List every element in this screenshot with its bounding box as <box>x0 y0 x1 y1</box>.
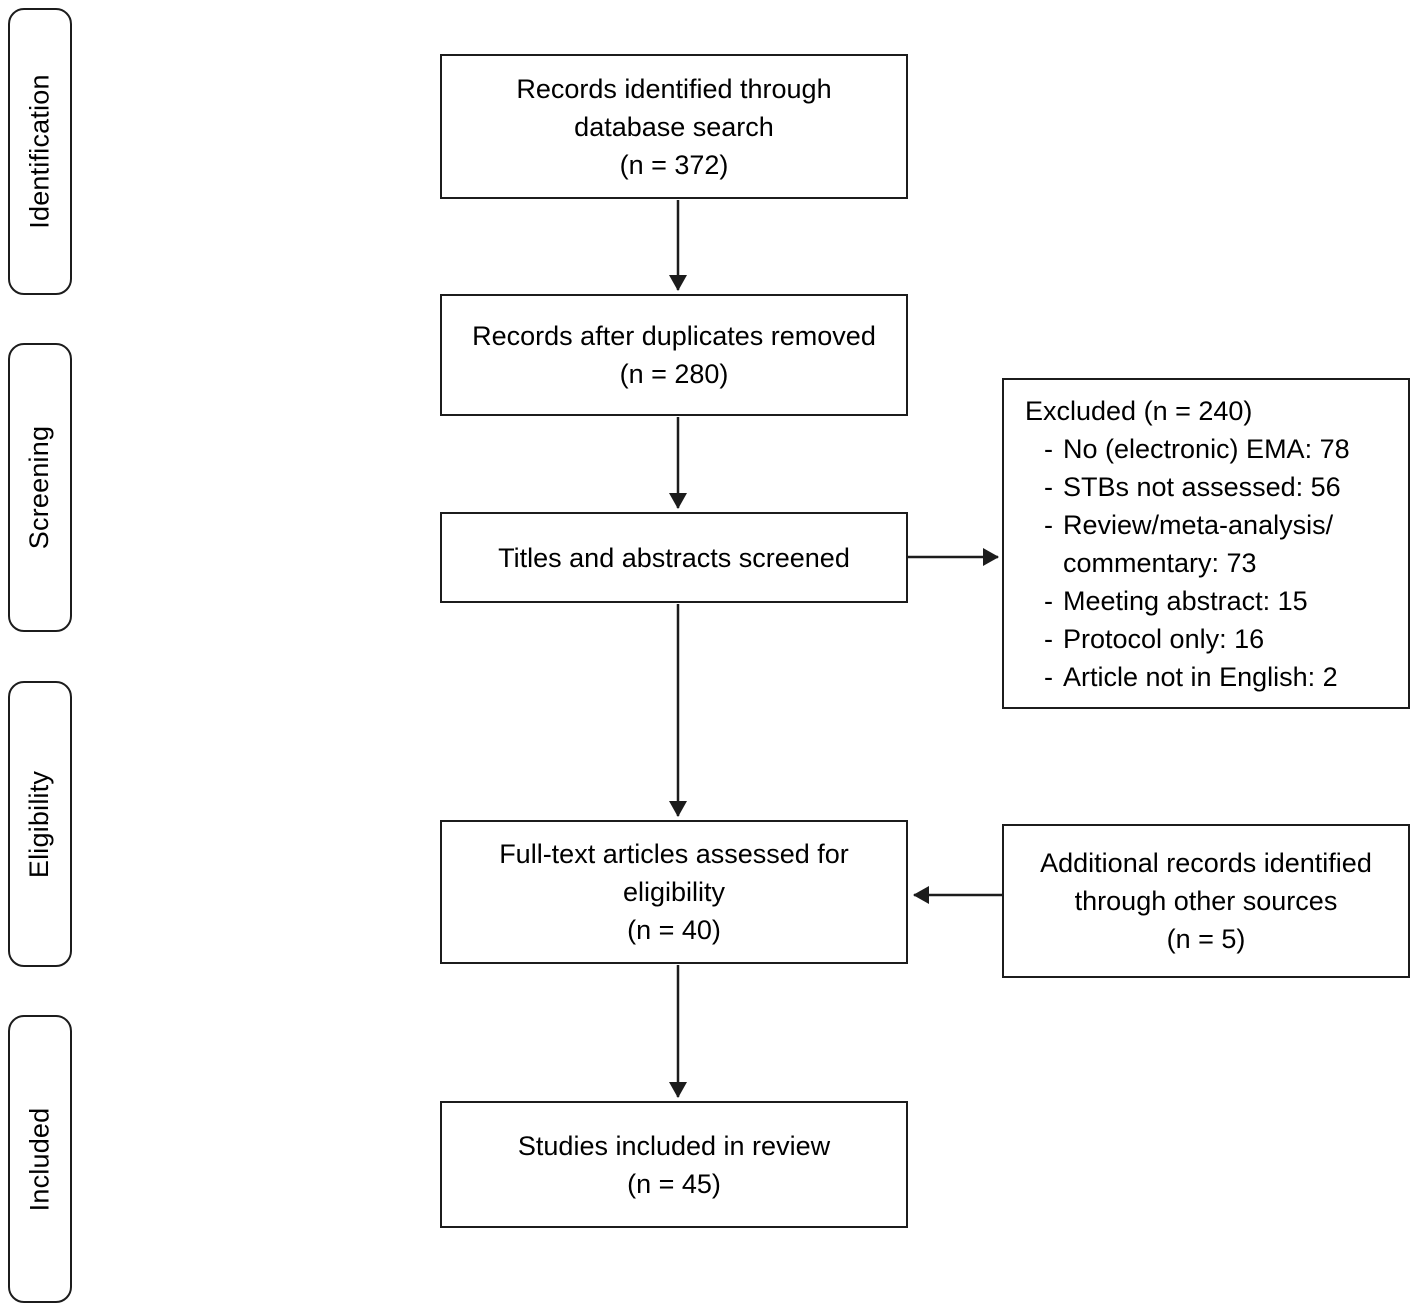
flow-box-studies-included: Studies included in review (n = 45) <box>440 1101 908 1228</box>
additional-records-box: Additional records identified through ot… <box>1002 824 1410 978</box>
stage-included: Included <box>8 1015 72 1303</box>
excluded-list: - No (electronic) EMA: 78 - STBs not ass… <box>1044 430 1398 696</box>
excluded-item-text: Protocol only: 16 <box>1063 624 1265 654</box>
excluded-item: - Meeting abstract: 15 <box>1044 582 1398 620</box>
stage-identification: Identification <box>8 8 72 295</box>
flow-box-duplicates-removed: Records after duplicates removed (n = 28… <box>440 294 908 416</box>
excluded-item: - No (electronic) EMA: 78 <box>1044 430 1398 468</box>
excluded-item-text: No (electronic) EMA: 78 <box>1063 434 1350 464</box>
bullet-dash: - <box>1044 586 1053 616</box>
flow-box-records-identified: Records identified through database sear… <box>440 54 908 199</box>
flow-box-titles-screened: Titles and abstracts screened <box>440 512 908 603</box>
excluded-box: Excluded (n = 240) - No (electronic) EMA… <box>1002 378 1410 709</box>
excluded-item-text: STBs not assessed: 56 <box>1063 472 1341 502</box>
stage-screening-label: Screening <box>24 425 55 550</box>
excluded-item-text: Review/meta-analysis/ commentary: 73 <box>1063 510 1334 578</box>
excluded-item: - Article not in English: 2 <box>1044 658 1398 696</box>
stage-identification-label: Identification <box>24 74 55 229</box>
excluded-title: Excluded (n = 240) <box>1025 396 1253 426</box>
excluded-item: - Review/meta-analysis/ commentary: 73 <box>1044 506 1398 582</box>
stage-screening: Screening <box>8 343 72 632</box>
excluded-item: - STBs not assessed: 56 <box>1044 468 1398 506</box>
excluded-item: - Protocol only: 16 <box>1044 620 1398 658</box>
flow-box-fulltext-assessed: Full-text articles assessed for eligibil… <box>440 820 908 964</box>
bullet-dash: - <box>1044 624 1053 654</box>
excluded-item-text: Meeting abstract: 15 <box>1063 586 1308 616</box>
bullet-dash: - <box>1044 472 1053 502</box>
stage-included-label: Included <box>24 1107 55 1211</box>
stage-eligibility: Eligibility <box>8 681 72 967</box>
stage-eligibility-label: Eligibility <box>24 770 55 878</box>
bullet-dash: - <box>1044 434 1053 464</box>
bullet-dash: - <box>1044 662 1053 692</box>
bullet-dash: - <box>1044 510 1053 540</box>
excluded-item-text: Article not in English: 2 <box>1063 662 1338 692</box>
